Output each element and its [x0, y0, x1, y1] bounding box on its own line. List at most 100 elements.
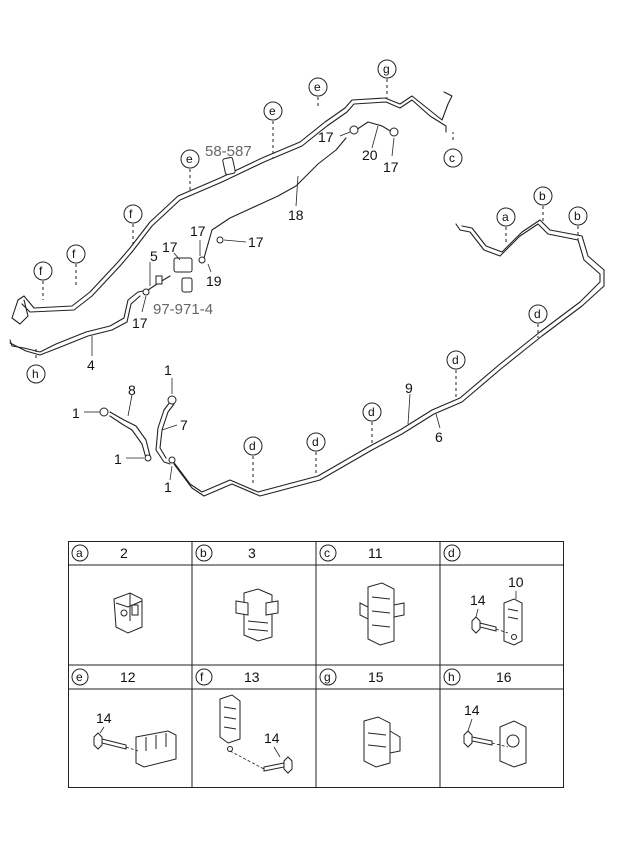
connector-part: [222, 157, 236, 175]
brake-line-upper-2: [21, 99, 447, 313]
part-number: 5: [150, 248, 158, 264]
legend-cell-h: h 16: [443, 668, 512, 686]
callout-g: g: [377, 59, 397, 79]
clip-fitting: [349, 125, 359, 135]
svg-text:d: d: [312, 435, 319, 449]
svg-text:12: 12: [120, 669, 136, 685]
brake-line-long: [171, 223, 601, 493]
hose-8-b: [109, 415, 147, 459]
clip-2-drawing: [113, 592, 143, 634]
svg-text:d: d: [448, 546, 455, 560]
callout-d: d: [528, 304, 548, 324]
part-number: 6: [435, 429, 443, 445]
connector-part: [181, 277, 193, 293]
bolt-14-drawing: [463, 730, 493, 748]
svg-text:a: a: [502, 210, 509, 224]
part-number: 17: [132, 315, 148, 331]
brake-line-18: [203, 137, 347, 259]
svg-text:d: d: [368, 405, 375, 419]
svg-text:h: h: [448, 670, 455, 684]
part-number: 14: [264, 730, 280, 746]
clip-fitting: [99, 407, 109, 417]
bracket-13-drawing: [219, 694, 241, 752]
svg-text:e: e: [314, 80, 321, 94]
bracket-loop-left: [11, 299, 29, 325]
bolt-14-drawing: [471, 616, 497, 634]
svg-text:g: g: [383, 62, 390, 76]
clip-fitting: [142, 288, 150, 296]
legend-cell-e: e 12: [71, 668, 136, 686]
callout-f: f: [123, 204, 143, 224]
clip-fitting: [168, 456, 176, 464]
clip-part: [155, 275, 163, 285]
callout-d: d: [306, 432, 326, 452]
legend-cell-g: g 15: [319, 668, 384, 686]
callout-d: d: [446, 350, 466, 370]
part-number: 9: [405, 380, 413, 396]
clip-fitting: [216, 236, 224, 244]
svg-text:c: c: [449, 151, 455, 165]
hose-8: [109, 411, 151, 457]
reference-number: 97-971-4: [153, 301, 213, 318]
part-number: 17: [190, 223, 206, 239]
part-number: 17: [383, 159, 399, 175]
callout-f: f: [66, 244, 86, 264]
svg-text:h: h: [32, 367, 39, 381]
bracket-12-drawing: [135, 730, 177, 768]
clip-fitting: [389, 127, 399, 137]
clip-3-drawing: [235, 588, 279, 642]
part-number: 4: [87, 357, 95, 373]
callout-f: f: [33, 261, 53, 281]
clip-legend-table: a 2 b 3 c 11 d e 12 f 13 g 15 h 16: [68, 541, 564, 788]
callout-e: e: [180, 149, 200, 169]
part-number: 8: [128, 382, 136, 398]
svg-text:f: f: [200, 670, 204, 684]
bolt-14-drawing: [263, 756, 293, 774]
part-number: 17: [162, 239, 178, 255]
callout-d: d: [362, 402, 382, 422]
clip-11-drawing: [359, 582, 405, 646]
callout-b: b: [568, 206, 588, 226]
bolt-14-drawing: [93, 732, 127, 750]
svg-text:a: a: [76, 546, 83, 560]
svg-text:15: 15: [368, 669, 384, 685]
part-number: 14: [96, 710, 112, 726]
part-number: 17: [318, 129, 334, 145]
part-number: 1: [164, 362, 172, 378]
part-number: 10: [508, 574, 524, 590]
callout-b: b: [533, 186, 553, 206]
clip-fitting: [167, 395, 177, 405]
legend-cell-c: c 11: [319, 544, 383, 562]
callout-c: c: [443, 148, 463, 168]
clip-fitting: [198, 256, 206, 264]
svg-text:3: 3: [248, 545, 256, 561]
legend-cell-d: d: [443, 544, 461, 562]
svg-text:11: 11: [368, 545, 383, 561]
brake-line-upper: [17, 91, 453, 309]
brake-line-4: [9, 275, 171, 353]
callout-h: h: [26, 364, 46, 384]
part-number: 18: [288, 207, 304, 223]
svg-text:2: 2: [120, 545, 128, 561]
svg-text:b: b: [539, 189, 546, 203]
svg-text:e: e: [186, 152, 193, 166]
brake-line-20: [355, 121, 393, 133]
svg-text:b: b: [200, 546, 207, 560]
callout-a: a: [496, 207, 516, 227]
svg-text:d: d: [249, 439, 256, 453]
callout-e: e: [263, 101, 283, 121]
part-number: 1: [72, 405, 80, 421]
valve-body: [173, 257, 193, 273]
hose-7-b: [159, 403, 175, 459]
legend-cell-f: f 13: [195, 668, 260, 686]
part-number: 1: [114, 451, 122, 467]
svg-text:b: b: [574, 209, 581, 223]
brake-line-4-b: [9, 295, 141, 356]
svg-text:f: f: [72, 247, 76, 261]
clamp-16-drawing: [499, 720, 527, 768]
svg-text:16: 16: [496, 669, 512, 685]
svg-text:g: g: [324, 670, 331, 684]
svg-text:e: e: [269, 104, 276, 118]
part-number: 1: [164, 479, 172, 495]
clip-fitting: [144, 454, 152, 462]
